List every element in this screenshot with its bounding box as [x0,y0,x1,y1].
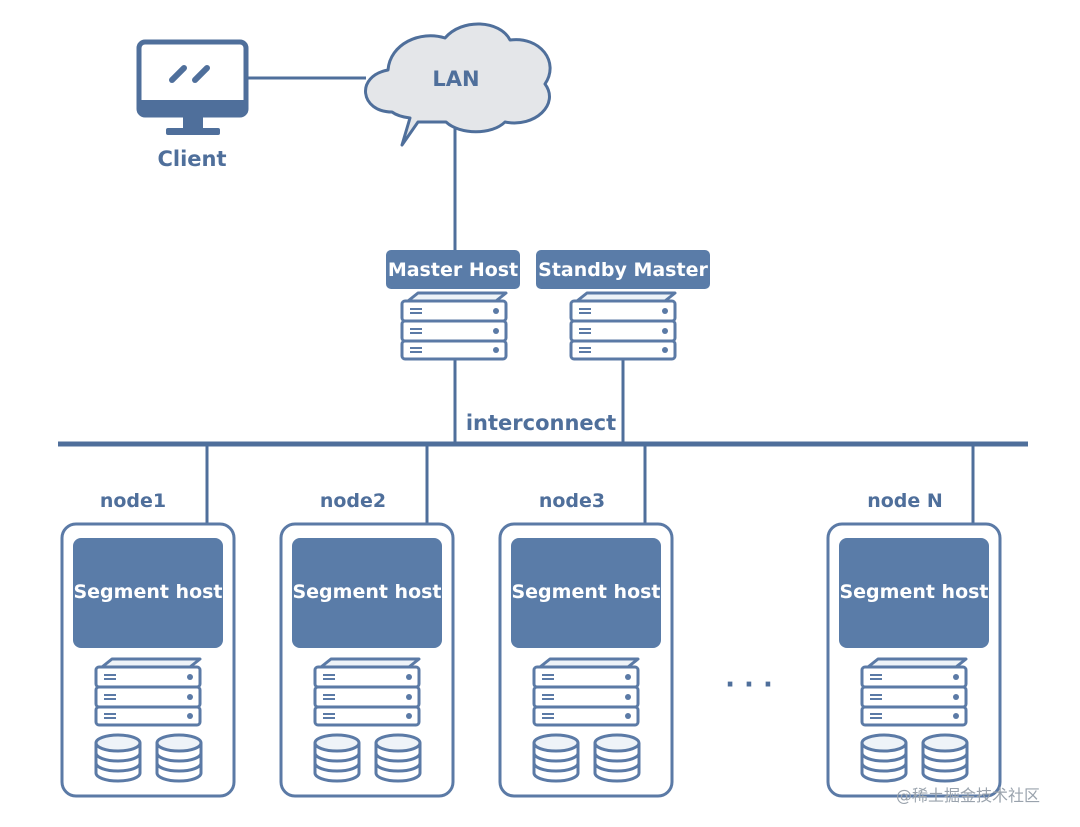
database-icon [860,733,908,783]
ellipsis: · · · [725,670,773,700]
segment-server-icon [313,657,421,727]
node-name-label: node1 [100,490,166,512]
segment-host-box [839,538,989,648]
node-n: node N Segment host [826,490,1002,798]
segment-host-label: Segment host [839,581,988,603]
interconnect-label: interconnect [466,411,616,435]
database-icon [313,733,361,783]
database-icon [593,733,641,783]
segment-server-icon [94,657,202,727]
segment-server-icon [860,657,968,727]
lan-cloud-icon [364,22,552,147]
database-icon [94,733,142,783]
node-name-label: node3 [539,490,605,512]
master-host-label: Master Host [388,259,518,281]
client-label: Client [157,147,226,171]
standby-master-label-box [536,250,710,289]
segment-server-icon [532,657,640,727]
segment-host-label: Segment host [73,581,222,603]
database-icon [374,733,422,783]
connection-lines [58,76,1028,524]
node-3: node3 Segment host [498,490,674,798]
database-icon [155,733,203,783]
node-name-label: node N [867,490,943,512]
standby-server-icon [569,291,677,361]
node-2: node2 Segment host [279,490,455,798]
standby-master: Standby Master [536,250,710,361]
node-name-label: node2 [320,490,386,512]
database-icon [532,733,580,783]
watermark-text: @稀土掘金技术社区 [896,786,1041,805]
master-host: Master Host [386,250,520,361]
master-server-icon [400,291,508,361]
segment-host-label: Segment host [292,581,441,603]
database-icon [921,733,969,783]
segment-host-box [511,538,661,648]
client-monitor-icon [136,39,249,135]
segment-host-box [73,538,223,648]
segment-host-label: Segment host [511,581,660,603]
node-1: node1 Segment host [60,490,236,798]
standby-master-label: Standby Master [538,259,708,281]
segment-host-box [292,538,442,648]
master-host-label-box [386,250,520,289]
lan-label: LAN [432,67,479,91]
